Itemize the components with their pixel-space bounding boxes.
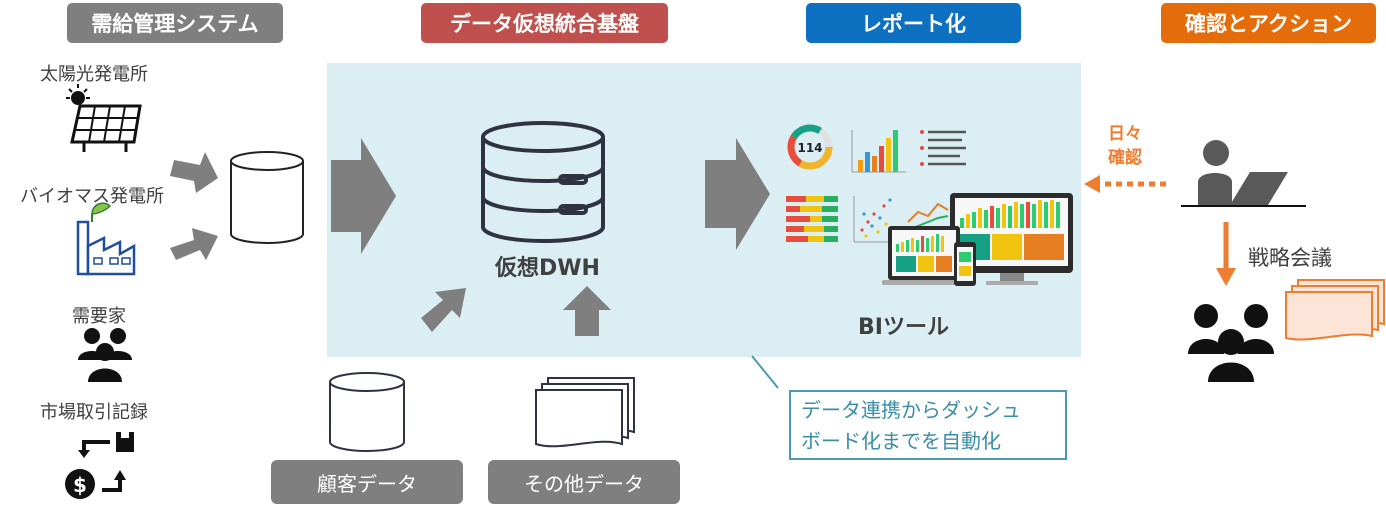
other-data-arrow bbox=[563, 286, 611, 336]
svg-text:$: $ bbox=[73, 473, 87, 497]
source-solar-label: 太陽光発電所 bbox=[40, 64, 148, 85]
header-data-platform: データ仮想統合基盤 bbox=[421, 3, 668, 43]
header-reporting: レポート化 bbox=[806, 3, 1021, 43]
header-action: 確認とアクション bbox=[1161, 3, 1376, 43]
source-market-label: 市場取引記録 bbox=[40, 402, 148, 423]
biomass-factory-icon bbox=[76, 202, 136, 276]
donut-value: 114 bbox=[797, 141, 822, 155]
source-customers-label: 需要家 bbox=[72, 306, 126, 327]
customer-data-pill: 顧客データ bbox=[271, 460, 463, 504]
dwh-to-bi-arrow bbox=[705, 138, 770, 250]
daily-check-label: 日々 確認 bbox=[1103, 122, 1147, 170]
virtual-dwh-label: 仮想DWH bbox=[495, 256, 600, 281]
source-biomass-label: バイオマス発電所 bbox=[20, 186, 164, 207]
callout-line-2: ボード化までを自動化 bbox=[801, 429, 1001, 453]
db-to-platform-arrow bbox=[331, 138, 396, 254]
strategy-meeting-label: 戦略会議 bbox=[1248, 246, 1332, 270]
daily-check-line-1: 日々 bbox=[1108, 124, 1142, 144]
meeting-arrowhead bbox=[1216, 268, 1236, 286]
daily-check-line-2: 確認 bbox=[1108, 148, 1142, 168]
other-data-pill: その他データ bbox=[488, 460, 680, 504]
market-trade-icon: $ bbox=[65, 432, 134, 499]
supply-system-database-icon bbox=[230, 151, 304, 244]
person-laptop-icon bbox=[1181, 140, 1306, 207]
virtual-dwh-server-icon bbox=[481, 121, 605, 243]
customers-group-icon bbox=[78, 328, 132, 382]
meeting-group-icon bbox=[1188, 304, 1274, 382]
solar-panel-icon bbox=[66, 84, 142, 152]
solar-to-db-arrow bbox=[170, 152, 218, 193]
customer-database-icon bbox=[329, 372, 405, 452]
header-supply-demand: 需給管理システム bbox=[67, 3, 283, 43]
bi-dashboard-icon: 114 bbox=[786, 124, 1073, 286]
meeting-documents-icon bbox=[1285, 279, 1385, 341]
biomass-to-db-arrow bbox=[170, 228, 218, 260]
daily-check-arrowhead bbox=[1084, 175, 1100, 193]
callout-connector bbox=[751, 355, 779, 389]
bi-tool-label: BIツール bbox=[858, 315, 949, 340]
other-data-documents-icon bbox=[535, 377, 635, 448]
callout-line-1: データ連携からダッシュ bbox=[801, 398, 1021, 422]
automation-callout: データ連携からダッシュ ボード化までを自動化 bbox=[789, 390, 1067, 460]
customer-data-arrow bbox=[421, 288, 466, 332]
